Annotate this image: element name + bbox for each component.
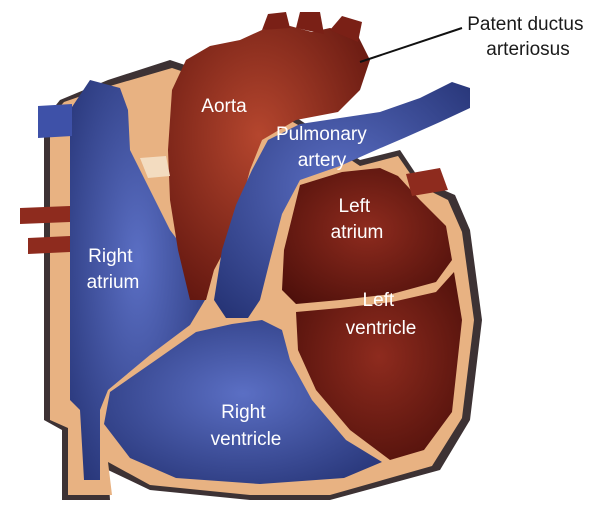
pulmonary-vein-left-2 — [28, 236, 70, 254]
pulmonary-vein-left-1 — [20, 206, 70, 224]
label-patent-ductus: Patent ductus arteriosus — [467, 14, 588, 60]
ductus-leader-line — [360, 28, 462, 62]
aortic-branch-1 — [262, 12, 290, 30]
label-aorta: Aorta — [201, 96, 247, 117]
pulmonary-artery-left — [38, 104, 72, 138]
